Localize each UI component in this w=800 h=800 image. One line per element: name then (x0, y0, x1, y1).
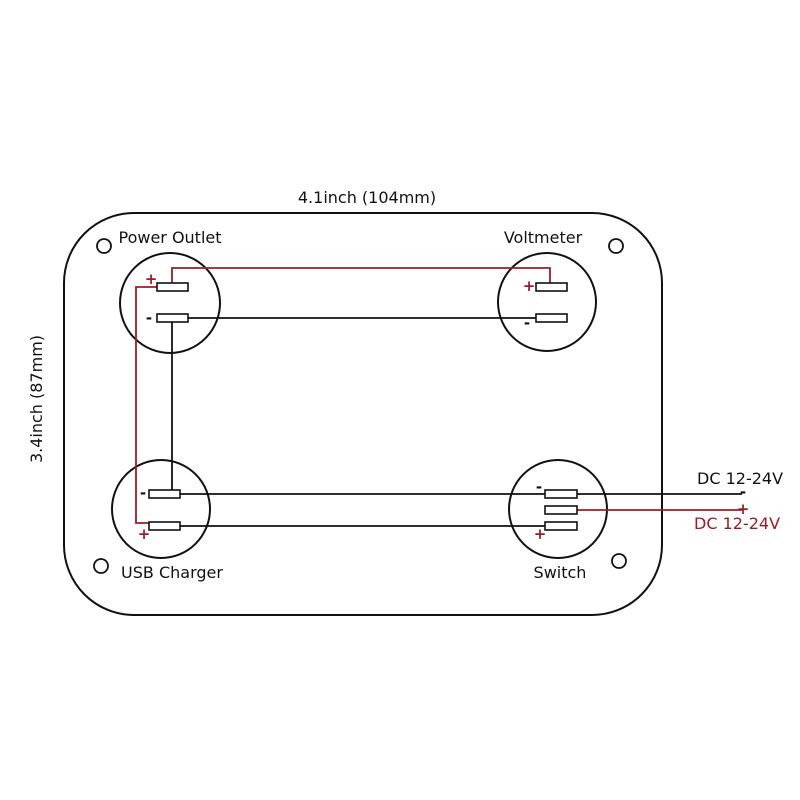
voltmeter-plus-sign: + (523, 277, 536, 295)
power-outlet-negative-terminal (156, 313, 189, 323)
width-dimension-label: 4.1inch (104mm) (298, 188, 436, 207)
voltmeter-label: Voltmeter (504, 228, 583, 247)
voltmeter-circle (497, 252, 597, 352)
supply-negative-sign: - (740, 483, 746, 501)
switch-label: Switch (534, 563, 587, 582)
switch-positive-terminal (544, 521, 578, 531)
supply-positive-label: DC 12-24V (694, 514, 780, 533)
usb-charger-label: USB Charger (121, 563, 223, 582)
mounting-hole-bottom-left (93, 558, 109, 574)
voltmeter-positive-terminal (535, 282, 568, 292)
mounting-hole-top-right (608, 238, 624, 254)
mounting-hole-top-left (96, 238, 112, 254)
supply-negative-label: DC 12-24V (697, 469, 783, 488)
positive-wire-outlet-to-usb (135, 286, 157, 524)
height-dimension-label: 3.4inch (87mm) (27, 335, 46, 463)
positive-wire-outlet-to-voltmeter (171, 267, 551, 286)
supply-positive-sign: + (737, 500, 750, 518)
switch-power-terminal (544, 505, 578, 515)
power-outlet-label: Power Outlet (118, 228, 221, 247)
voltmeter-minus-sign: - (524, 314, 530, 332)
switch-negative-terminal (544, 489, 578, 499)
usb-charger-plus-sign: + (138, 525, 151, 543)
switch-plus-sign: + (534, 525, 547, 543)
voltmeter-negative-terminal (535, 313, 568, 323)
switch-circle (508, 459, 608, 559)
switch-minus-sign: - (536, 478, 542, 496)
power-outlet-circle (119, 252, 221, 354)
power-outlet-plus-sign: + (145, 270, 158, 288)
mounting-hole-bottom-right (611, 553, 627, 569)
power-outlet-minus-sign: - (146, 309, 152, 327)
usb-charger-circle (111, 459, 211, 559)
usb-charger-positive-terminal (148, 521, 181, 531)
panel-outline (63, 212, 663, 616)
usb-charger-negative-terminal (148, 489, 181, 499)
usb-charger-minus-sign: - (140, 484, 146, 502)
power-outlet-positive-terminal (156, 282, 189, 292)
